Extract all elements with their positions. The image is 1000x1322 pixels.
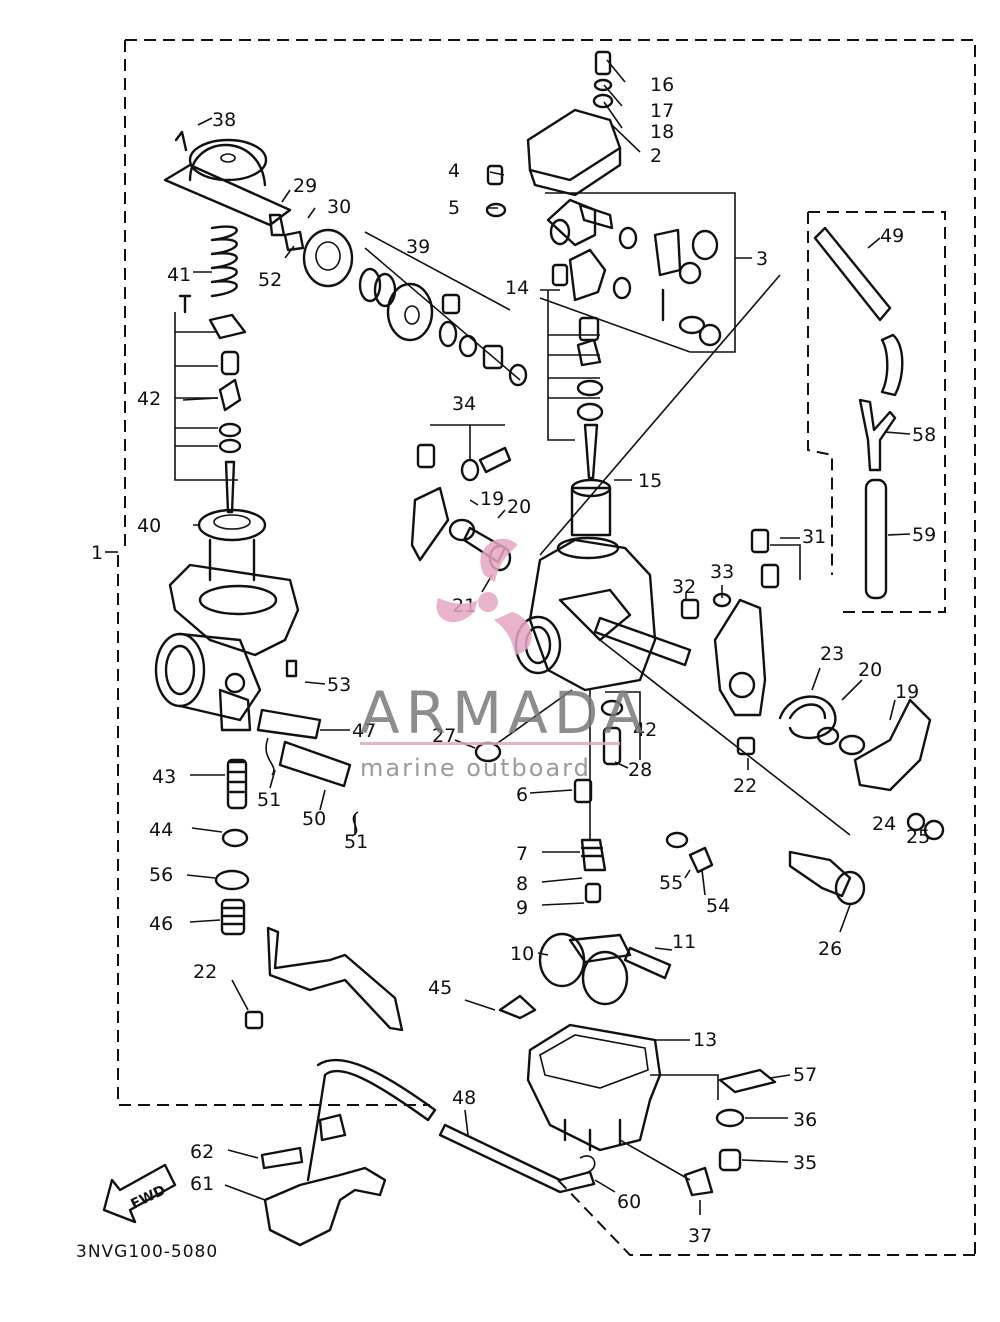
label-42-center: 42 xyxy=(633,719,657,741)
label-30: 30 xyxy=(327,196,351,218)
spring-41 xyxy=(210,225,238,298)
carburetor-body-left xyxy=(154,563,300,732)
hoses xyxy=(260,226,904,1247)
label-3: 3 xyxy=(756,248,768,270)
label-18: 18 xyxy=(650,121,674,143)
label-50: 50 xyxy=(302,808,326,830)
vent-tubes-47-50 xyxy=(256,659,359,837)
needle-set-42 xyxy=(174,294,247,514)
part-labels: 1 2 3 4 5 6 7 8 9 10 11 13 14 15 16 17 1… xyxy=(91,74,936,1247)
label-9: 9 xyxy=(516,897,528,919)
label-49: 49 xyxy=(880,225,904,247)
carburetor-body-center xyxy=(514,274,851,836)
bracket xyxy=(244,926,404,1032)
label-27: 27 xyxy=(432,725,456,747)
throttle-lever-parts xyxy=(410,424,512,572)
label-19-upper: 19 xyxy=(480,488,504,510)
label-61: 61 xyxy=(190,1173,214,1195)
label-22-left: 22 xyxy=(193,961,217,983)
label-14: 14 xyxy=(505,277,529,299)
label-1: 1 xyxy=(91,542,103,564)
label-58: 58 xyxy=(912,424,936,446)
main-jet-stack xyxy=(474,689,641,904)
watermark: ARMADA marine outboard xyxy=(360,538,649,782)
label-57: 57 xyxy=(793,1064,817,1086)
label-26: 26 xyxy=(818,938,842,960)
watermark-divider xyxy=(360,742,620,745)
label-13: 13 xyxy=(693,1029,717,1051)
label-16: 16 xyxy=(650,74,674,96)
piston-group-15 xyxy=(547,263,612,537)
label-17: 17 xyxy=(650,100,674,122)
label-39: 39 xyxy=(406,236,430,258)
label-60: 60 xyxy=(617,1191,641,1213)
accelerator-pump-39 xyxy=(268,213,528,387)
label-51-right: 51 xyxy=(344,831,368,853)
label-22-right: 22 xyxy=(733,775,757,797)
slide-40 xyxy=(197,508,267,582)
label-51-left: 51 xyxy=(257,789,281,811)
top-cover-38 xyxy=(163,130,292,227)
throttle-cover-2 xyxy=(485,50,622,218)
label-5: 5 xyxy=(448,197,460,219)
label-6: 6 xyxy=(516,784,528,806)
label-8: 8 xyxy=(516,873,528,895)
label-2: 2 xyxy=(650,145,662,167)
label-32: 32 xyxy=(672,576,696,598)
float-bowl-13 xyxy=(498,994,777,1197)
label-19-right: 19 xyxy=(895,681,919,703)
label-48: 48 xyxy=(452,1087,476,1109)
label-59: 59 xyxy=(912,524,936,546)
label-24: 24 xyxy=(872,813,896,835)
choke-assembly-right xyxy=(665,528,945,906)
label-41: 41 xyxy=(167,264,191,286)
label-52: 52 xyxy=(258,269,282,291)
label-20-right: 20 xyxy=(858,659,882,681)
watermark-brand: ARMADA xyxy=(360,679,649,747)
label-46: 46 xyxy=(149,913,173,935)
label-55: 55 xyxy=(659,872,683,894)
label-38: 38 xyxy=(212,109,236,131)
label-7: 7 xyxy=(516,843,528,865)
label-40: 40 xyxy=(137,515,161,537)
label-29: 29 xyxy=(293,175,317,197)
label-54: 54 xyxy=(706,895,730,917)
label-62: 62 xyxy=(190,1141,214,1163)
label-56: 56 xyxy=(149,864,173,886)
label-45: 45 xyxy=(428,977,452,999)
label-31: 31 xyxy=(802,526,826,548)
leader-lines xyxy=(105,59,911,1215)
label-47: 47 xyxy=(352,720,376,742)
label-35: 35 xyxy=(793,1152,817,1174)
label-42-left: 42 xyxy=(137,388,161,410)
watermark-logo-icon xyxy=(436,538,532,655)
label-34: 34 xyxy=(452,393,476,415)
label-53: 53 xyxy=(327,674,351,696)
float-10 xyxy=(538,932,672,1006)
label-37: 37 xyxy=(688,1225,712,1247)
assembly-boundary xyxy=(117,39,976,1256)
label-11: 11 xyxy=(672,931,696,953)
label-4: 4 xyxy=(448,160,460,182)
label-43: 43 xyxy=(152,766,176,788)
diagram-code: 3NVG100-5080 xyxy=(76,1242,218,1262)
fwd-arrow: FWD xyxy=(102,1163,177,1224)
label-23: 23 xyxy=(820,643,844,665)
label-10: 10 xyxy=(510,943,534,965)
label-36: 36 xyxy=(793,1109,817,1131)
label-28: 28 xyxy=(628,759,652,781)
label-20-upper: 20 xyxy=(507,496,531,518)
label-33: 33 xyxy=(710,561,734,583)
watermark-tagline: marine outboard xyxy=(360,754,591,782)
throttle-linkage-3 xyxy=(539,192,736,353)
label-44: 44 xyxy=(149,819,173,841)
fwd-label: FWD xyxy=(128,1182,168,1212)
label-25: 25 xyxy=(906,826,930,848)
label-15: 15 xyxy=(638,470,662,492)
jet-parts-left xyxy=(214,758,250,936)
